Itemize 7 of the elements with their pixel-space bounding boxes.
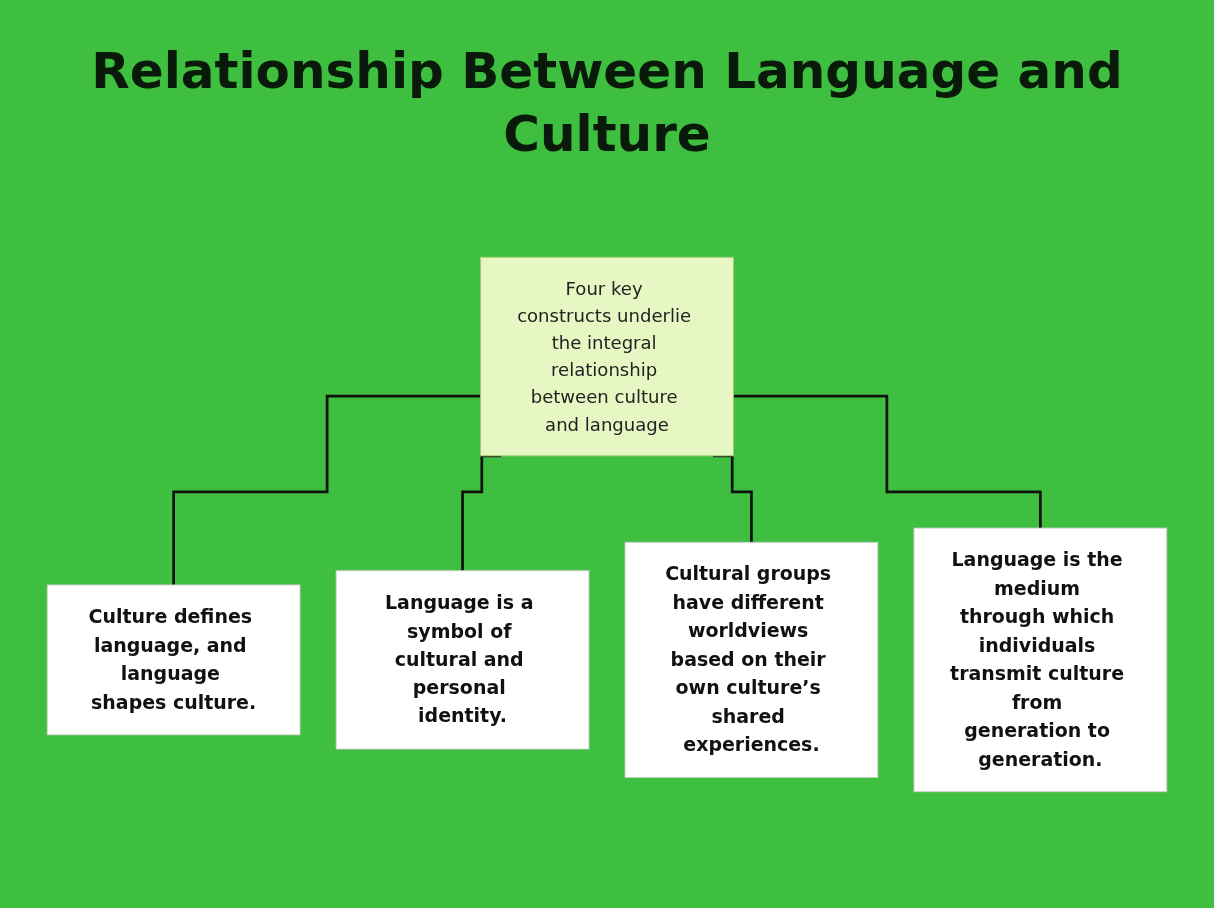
node-box: Language is the medium through which individuals transmit culture from generation to generation. bbox=[913, 527, 1168, 793]
node-box: Four key constructs underlie the integral relationship between culture and language bbox=[480, 256, 734, 457]
node-box: Language is a symbol of cultural and personal identity. bbox=[335, 570, 590, 750]
connector bbox=[733, 394, 1042, 530]
title: Relationship Between Language and Culture bbox=[90, 41, 1124, 165]
node-box: Culture defines language, and language shapes culture. bbox=[46, 584, 301, 736]
node-box: Cultural groups have different worldviews based on their own culture’s shared experiences. bbox=[624, 541, 879, 778]
